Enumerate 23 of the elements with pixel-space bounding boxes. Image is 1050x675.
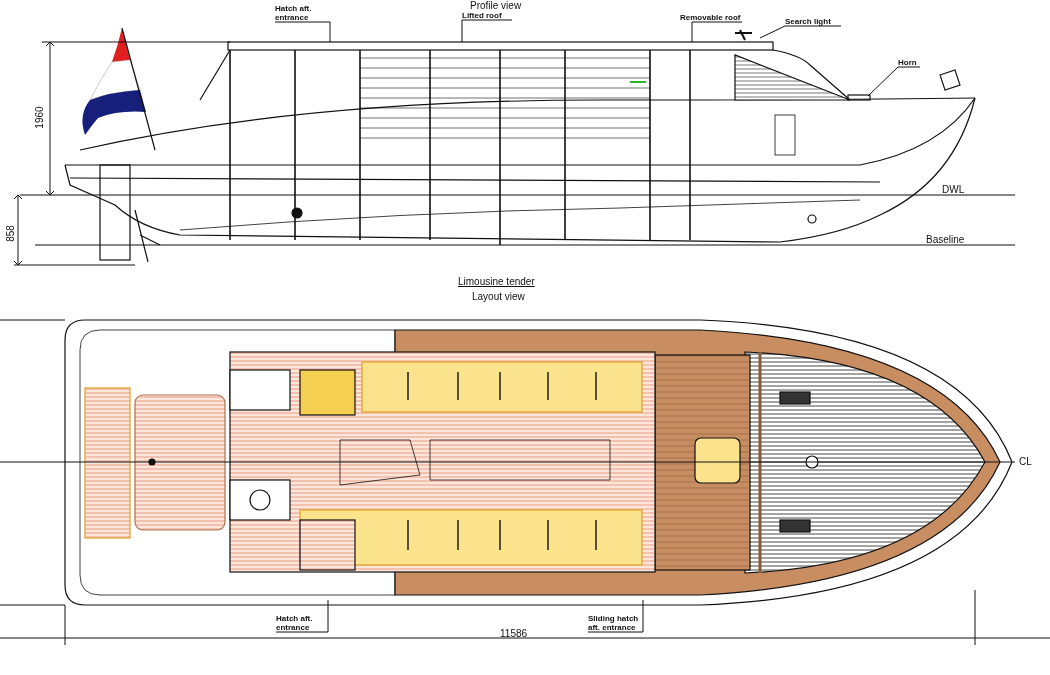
leader-line [867,66,921,97]
leader-line [274,21,331,43]
leader-line [759,25,842,39]
baseline-label: Baseline [926,234,965,245]
waterline-label: DWL [942,184,965,195]
part-label: Hatch aft. entrance [276,614,331,632]
drawing-title: Limousine tender [458,276,535,287]
view-title: Profile view [470,0,522,11]
dimension-value: 858 [4,225,16,242]
leader-line [275,599,329,633]
leader-line [587,599,644,633]
dimension-value: 11586 [500,628,528,639]
part-label: Lifted roof [462,11,512,20]
view-title: Layout view [472,291,525,302]
part-label: Search light [785,17,841,26]
part-label: Removable roof [680,13,742,22]
centerline-label: CL [1019,456,1032,467]
leader-line [461,19,513,43]
part-label: Horn [898,58,920,67]
dimension-value: 1960 [33,106,45,129]
leader-line [691,21,743,43]
part-label: Hatch aft. entrance [275,4,333,22]
part-label: Sliding hatch aft. entrance [588,614,646,632]
